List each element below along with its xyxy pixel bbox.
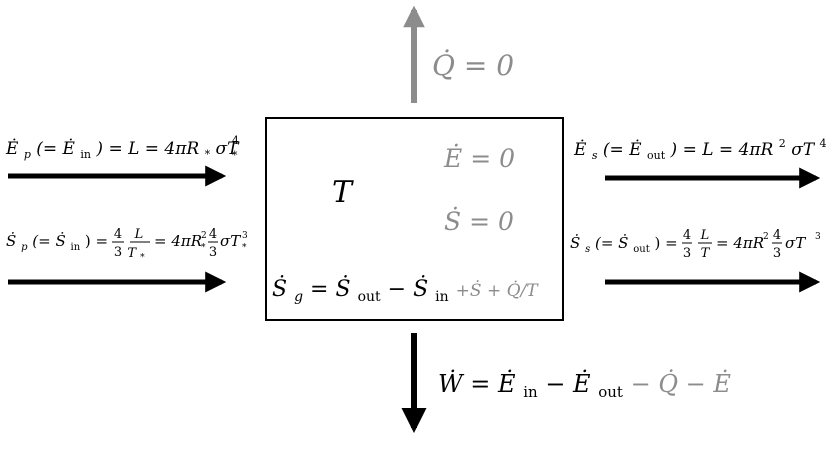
svg-text:3: 3 (683, 246, 691, 261)
temperature-label: T (332, 175, 354, 210)
svg-text:2: 2 (763, 232, 769, 242)
svg-text:Ṡ s (= Ṡ out: Ṡ s (= Ṡ out ) = (570, 234, 678, 256)
entropy-generation-label: Ṡ g = Ṡ out − Ṡ in +Ṡ + Q̇/T (272, 275, 539, 307)
energy-input-label-exp: 4 (232, 134, 239, 147)
svg-text:T: T (701, 246, 711, 261)
system-box (265, 117, 564, 321)
energy-balance-label: Ė = 0 (443, 144, 515, 173)
svg-text:3: 3 (815, 232, 821, 242)
energy-output-label: Ė s (= Ė out ) = L = 4πR 2 σT 4 (573, 132, 827, 164)
svg-text:Ṡ p (= Ṡ in: Ṡ p (= Ṡ in ) = (6, 232, 108, 254)
work-label: Ẇ = Ė in − Ė out − Q̇ − Ė (438, 369, 731, 403)
entropy-output-label: Ṡ s (= Ṡ out ) = 4 3 L T = 4πR 2 4 3 σT … (570, 228, 821, 261)
svg-text:σT: σT (220, 232, 241, 250)
svg-text:4: 4 (773, 228, 781, 243)
svg-text:L: L (134, 227, 144, 242)
svg-text:T *: T * (127, 246, 145, 263)
entropy-input-label: Ṡ p (= Ṡ in ) = 4 3 L T * = 4πR 2 * 4 3 … (6, 227, 248, 263)
svg-text:σT: σT (785, 234, 806, 252)
energy-input-label: Ė p (= Ė in ) = L = 4πR * σT (5, 138, 240, 163)
svg-text:*: * (242, 243, 247, 253)
svg-text:4: 4 (683, 228, 691, 243)
svg-text:= 4πR: = 4πR (716, 234, 764, 252)
svg-text:L: L (700, 228, 710, 243)
svg-text:*: * (201, 243, 206, 253)
svg-text:3: 3 (242, 231, 248, 241)
svg-text:= 4πR: = 4πR (154, 232, 202, 250)
svg-text:2: 2 (201, 231, 207, 241)
svg-text:4: 4 (114, 227, 122, 242)
energy-input-label-sub: * (232, 149, 238, 162)
svg-text:4: 4 (209, 227, 217, 242)
svg-text:3: 3 (773, 246, 781, 261)
heat-flow-label: Q̇ = 0 (432, 49, 514, 82)
entropy-balance-label: Ṡ = 0 (444, 207, 514, 236)
svg-text:3: 3 (209, 245, 217, 260)
svg-text:3: 3 (114, 245, 122, 260)
